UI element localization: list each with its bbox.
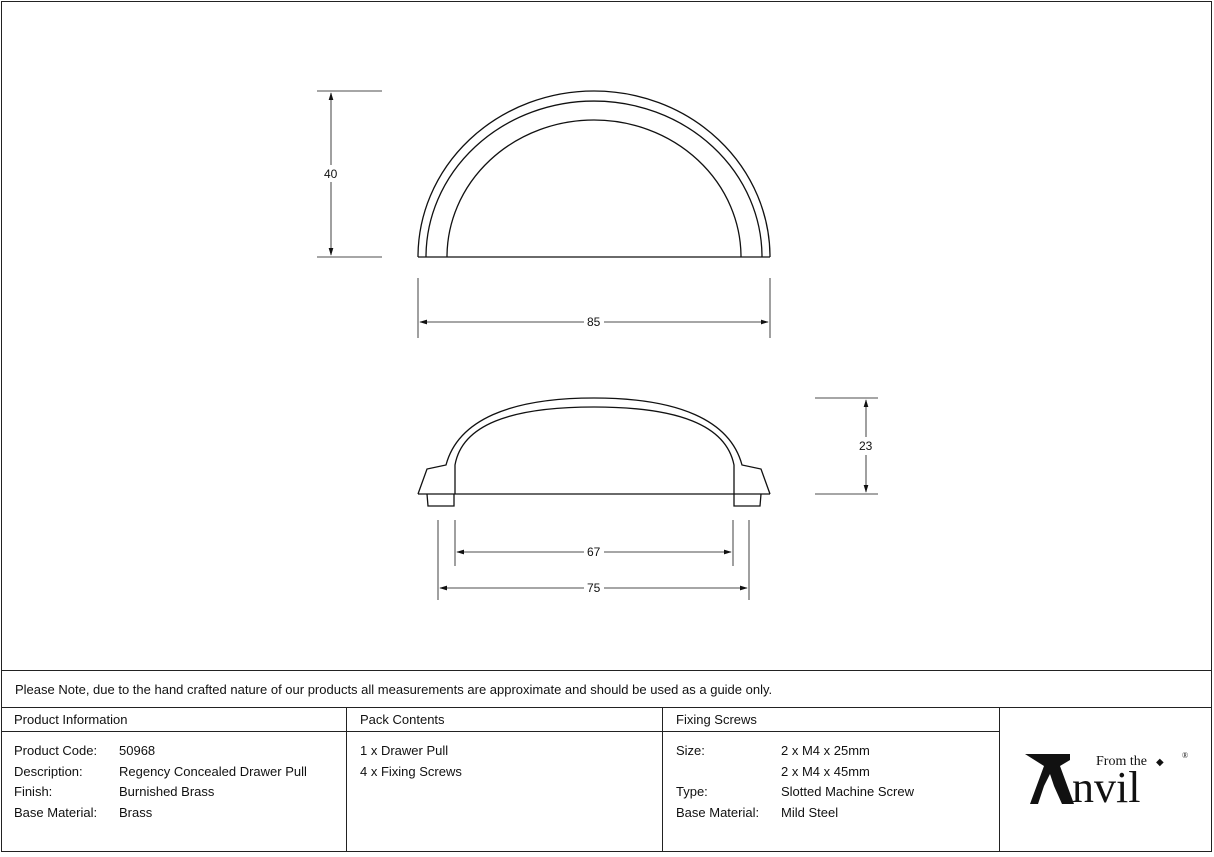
dim-inner-width: 67 (587, 545, 601, 559)
dim-width-top: 85 (587, 315, 601, 329)
screw-row: Base Material:Mild Steel (676, 805, 839, 821)
screw-row: Type:Slotted Machine Screw (676, 784, 914, 800)
pack-item: 1 x Drawer Pull (360, 743, 449, 758)
screw-row: Size:2 x M4 x 25mm (676, 743, 870, 758)
product-info-heading: Product Information (1, 708, 346, 732)
front-view (417, 397, 878, 600)
info-row: Product Code:50968 (14, 743, 156, 758)
fixing-screws-heading: Fixing Screws (663, 708, 999, 732)
screw-row: 2 x M4 x 45mm (781, 763, 870, 779)
svg-text:From the: From the (1096, 754, 1147, 769)
pack-contents-heading: Pack Contents (347, 708, 662, 732)
pack-item: 4 x Fixing Screws (360, 763, 462, 779)
product-info-panel: Product Information Product Code:50968 D… (1, 708, 347, 852)
dim-outer-width: 75 (587, 581, 601, 595)
dim-height-top: 40 (324, 167, 338, 181)
svg-text:◆: ◆ (1156, 757, 1164, 768)
svg-text:®: ® (1182, 751, 1188, 760)
technical-drawing: 40 85 23 67 75 (317, 90, 878, 600)
svg-text:nvil: nvil (1072, 763, 1140, 812)
top-view (317, 90, 771, 338)
dim-height-front: 23 (859, 439, 873, 453)
disclaimer-note: Please Note, due to the hand crafted nat… (1, 670, 1212, 708)
from-the-anvil-logo: From the ◆ nvil ® (1000, 708, 1212, 852)
fixing-screws-panel: Fixing Screws Size:2 x M4 x 25mm 2 x M4 … (663, 708, 1000, 852)
info-row: Description:Regency Concealed Drawer Pul… (14, 763, 307, 779)
pack-contents-panel: Pack Contents 1 x Drawer Pull 4 x Fixing… (347, 708, 663, 852)
info-row: Base Material:Brass (14, 805, 153, 821)
anvil-icon: From the ◆ nvil ® (1025, 751, 1188, 812)
info-row: Finish:Burnished Brass (14, 784, 215, 800)
